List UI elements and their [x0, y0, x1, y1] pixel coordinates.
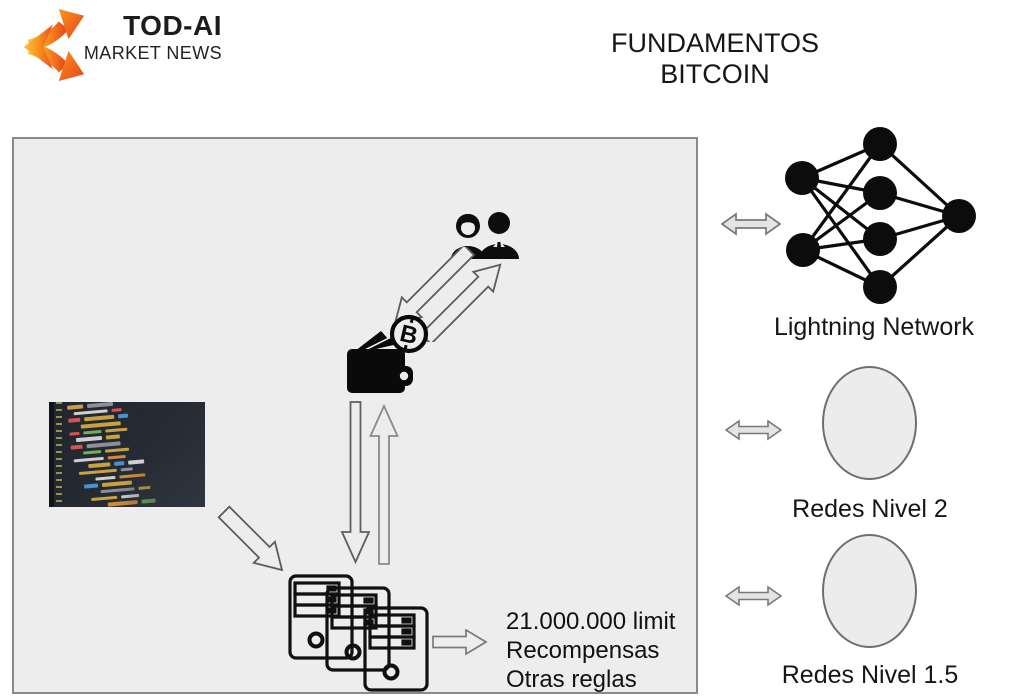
- logo-subtitle: MARKET NEWS: [83, 43, 222, 63]
- logo-branching-arrows-icon: [14, 6, 88, 84]
- photo-blur-overlay: [115, 447, 205, 507]
- server-nodes-icon: [284, 573, 436, 694]
- label-redes-nivel-15: Redes Nivel 1.5: [781, 661, 959, 689]
- bitcoin-symbol: B: [397, 316, 420, 352]
- label-lightning-network: Lightning Network: [773, 313, 975, 341]
- label-redes-nivel-2: Redes Nivel 2: [792, 495, 948, 523]
- page-title: FUNDAMENTOS BITCOIN: [610, 28, 819, 89]
- line-numbers-gutter: [56, 402, 62, 507]
- neural-network-icon: [782, 125, 982, 311]
- rule-limit: 21.000.000 limit: [506, 608, 676, 635]
- code-to-servers-arrow: [214, 502, 294, 578]
- servers-to-rules-arrow: [432, 629, 489, 656]
- screen-bezel: [49, 402, 54, 507]
- code-screenshot-image: [49, 402, 205, 507]
- consensus-rules-text: 21.000.000 limit Recompensas Otras regla…: [506, 607, 675, 694]
- logo-wordmark: TOD-AI MARKET NEWS: [70, 12, 222, 64]
- link-arrow-level2: [725, 419, 782, 441]
- logo-title: TOD-AI: [123, 10, 222, 41]
- link-arrow-level15: [725, 585, 782, 607]
- exchange-arrows: [384, 247, 509, 342]
- svg-text:B: B: [397, 320, 420, 350]
- rule-other: Otras reglas: [506, 666, 637, 693]
- vertical-exchange-arrows: [339, 401, 417, 567]
- rule-rewards: Recompensas: [506, 637, 660, 664]
- link-arrow-lightning: [721, 212, 781, 236]
- level2-ellipse: [822, 366, 917, 480]
- level15-ellipse: [822, 534, 917, 648]
- bitcoin-protocol-box: B: [12, 137, 698, 694]
- bitcoin-wallet-icon: B: [339, 311, 435, 395]
